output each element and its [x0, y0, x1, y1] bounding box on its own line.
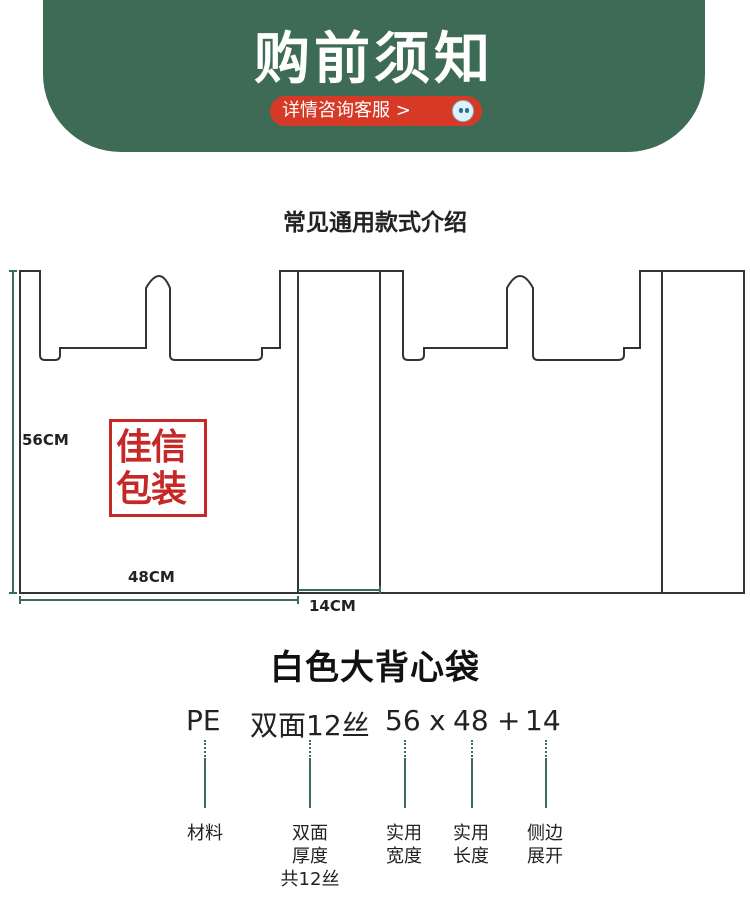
- brand-logo: 佳信 包装: [109, 419, 207, 517]
- spec-material: PE: [186, 704, 221, 737]
- spec-side: 14: [525, 704, 561, 737]
- leader-line-width: [404, 760, 407, 808]
- customer-service-button[interactable]: 详情咨询客服 >: [270, 96, 482, 126]
- product-title: 白色大背心袋: [270, 648, 480, 688]
- leader-dots-side: [545, 740, 548, 760]
- leader-line-thickness: [309, 760, 312, 808]
- leader-dots-material: [204, 740, 207, 760]
- page-title: 购前须知: [254, 27, 494, 92]
- bag-side-outline: [661, 270, 745, 594]
- height-label: 56CM: [22, 431, 69, 449]
- label-material: 材料: [187, 823, 223, 844]
- leader-dots-thickness: [309, 740, 312, 760]
- bag-gusset-outline: [297, 270, 381, 594]
- section-title: 常见通用款式介绍: [283, 210, 467, 236]
- spec-plus: +: [497, 704, 521, 737]
- leader-line-material: [204, 760, 207, 808]
- leader-dots-width: [404, 740, 407, 760]
- bag-front-outline: [19, 270, 299, 594]
- spec-thickness: 双面12丝: [250, 709, 370, 742]
- spec-width: 56: [385, 704, 421, 737]
- width-label: 48CM: [128, 568, 175, 586]
- label-side: 侧边 展开: [527, 823, 563, 867]
- bag-back-outline: [380, 270, 663, 594]
- label-width: 实用 宽度: [386, 823, 422, 867]
- leader-line-side: [545, 760, 548, 808]
- spec-length: 48: [453, 704, 489, 737]
- bag-diagram: [9, 270, 745, 604]
- label-length: 实用 长度: [453, 823, 489, 867]
- gusset-label: 14CM: [309, 597, 356, 615]
- leader-dots-length: [471, 740, 474, 760]
- header-banner: 购前须知: [43, 0, 705, 152]
- label-thickness: 双面 厚度 共12丝: [280, 823, 340, 890]
- customer-service-label: 详情咨询客服 >: [282, 100, 411, 121]
- spec-times: x: [429, 704, 446, 737]
- mascot-icon: [452, 100, 474, 122]
- leader-line-length: [471, 760, 474, 808]
